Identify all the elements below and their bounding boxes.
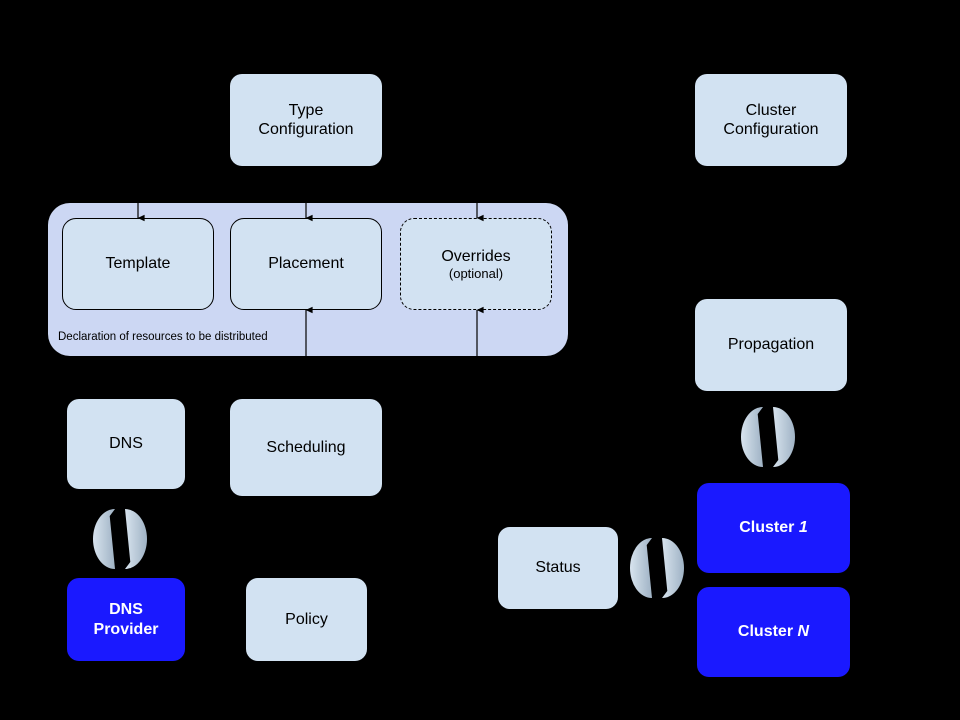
node-cluster-configuration-line1: Cluster [745,101,797,119]
node-cluster-n-name: Cluster [737,623,794,641]
node-type-configuration-line2: Configuration [258,121,354,138]
node-cluster-1-name: Cluster [739,519,795,537]
node-cluster-n-label: Cluster N [738,622,809,641]
node-status[interactable]: Status [498,527,618,609]
sync-icon-propagation [741,407,795,467]
node-cluster-1-index: 1 [798,519,808,537]
node-type-configuration[interactable]: Type Configuration [230,74,382,166]
node-status-label: Status [535,559,581,577]
node-overrides-label: Overrides [441,247,511,265]
node-overrides[interactable]: Overrides (optional) [400,218,552,310]
node-cluster-1-label: Cluster 1 [739,518,807,537]
node-template[interactable]: Template [62,218,214,310]
node-propagation-label: Propagation [727,336,815,354]
node-scheduling[interactable]: Scheduling [230,399,382,496]
node-placement[interactable]: Placement [230,218,382,310]
node-dns-provider-line2: Provider [93,620,159,638]
node-dns-label: DNS [109,435,143,453]
sync-icon-status [630,538,684,598]
node-cluster-1[interactable]: Cluster 1 [697,483,850,573]
node-cluster-n-index: N [797,623,810,641]
node-policy[interactable]: Policy [246,578,367,661]
node-scheduling-label: Scheduling [266,438,346,456]
node-propagation[interactable]: Propagation [695,299,847,391]
node-cluster-configuration-line2: Configuration [723,121,819,138]
node-template-label: Template [105,255,171,273]
node-cluster-n[interactable]: Cluster N [697,587,850,677]
node-type-configuration-line1: Type [288,101,324,119]
node-dns-provider[interactable]: DNS Provider [67,578,185,661]
node-dns-provider-line1: DNS [109,601,143,619]
node-overrides-sublabel: (optional) [448,265,504,281]
node-cluster-configuration[interactable]: Cluster Configuration [695,74,847,166]
node-policy-label: Policy [285,610,328,628]
federated-resource-group-caption: Declaration of resources to be distribut… [58,331,268,343]
sync-icon-dns [93,509,147,569]
node-placement-label: Placement [268,255,344,273]
node-dns[interactable]: DNS [67,399,185,489]
